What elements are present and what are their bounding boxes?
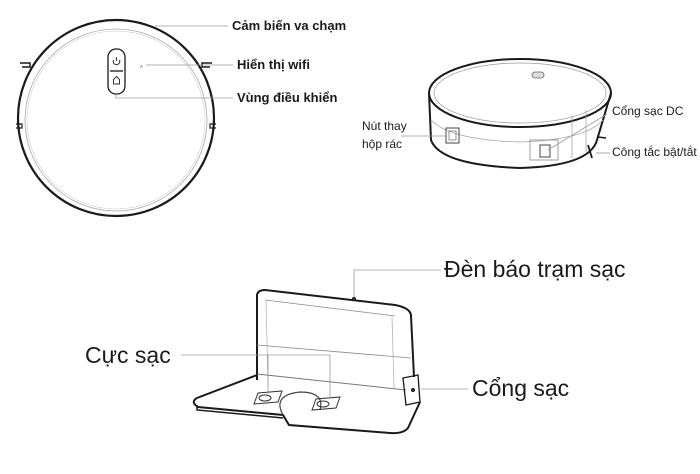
label-bumper-sensor: Cảm biến va chạm (232, 18, 347, 33)
label-dc-port: Cổng sạc DC (612, 104, 684, 118)
power-icon (112, 57, 121, 66)
wifi-indicator-dot: ʌ (140, 64, 143, 70)
label-power-switch: Công tắc bật/tắt (612, 145, 697, 159)
home-icon (113, 75, 120, 85)
label-control-area: Vùng điều khiển (237, 90, 338, 105)
robot-side-view (428, 58, 612, 170)
label-charging-port: Cổng sạc (472, 375, 570, 401)
label-dustbin-release-line1: Nút thay (362, 119, 407, 133)
label-dustbin-release-line2: hộp rác (362, 137, 403, 151)
leader-lines-dock (181, 269, 468, 398)
leader-lines-top (115, 25, 233, 99)
label-dock-indicator-light: Đèn báo trạm sạc (444, 256, 626, 282)
charging-dock (192, 288, 421, 435)
label-charging-contacts: Cực sạc (85, 342, 171, 368)
label-wifi-indicator: Hiển thị wifi (237, 57, 310, 72)
robot-top-view (16, 18, 216, 218)
svg-text:ʌ: ʌ (140, 64, 143, 70)
leader-lines-side (401, 113, 610, 154)
